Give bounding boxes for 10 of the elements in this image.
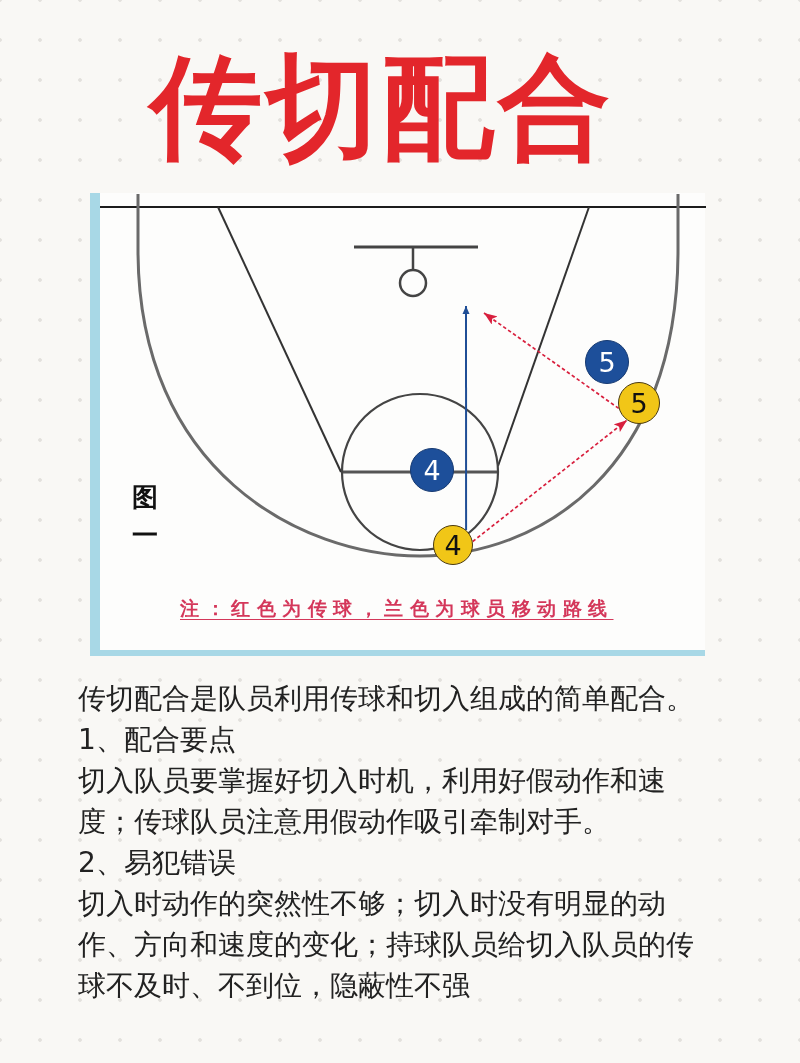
heading: 1、配合要点 (78, 722, 236, 758)
paragraph: 切入时动作的突然性不够；切入时没有明显的动作、方向和速度的变化；持球队员给切入队员的传球不及时、不到位，隐蔽性不强 (78, 886, 695, 1004)
arrow (471, 419, 628, 543)
arrow (483, 312, 620, 410)
note: 注：红色为传球，兰色为球员移动路线 (180, 596, 614, 621)
paragraph: 切入队员要掌握好切入时机，利用好假动作和速度；传球队员注意用假动作吸引牵制对手。 (78, 763, 667, 840)
figure-label: 图一 (132, 481, 159, 552)
heading: 2、易犯错误 (78, 845, 236, 881)
arrow (462, 305, 470, 531)
paragraph: 传切配合是队员利用传球和切入组成的简单配合。 (78, 681, 694, 717)
